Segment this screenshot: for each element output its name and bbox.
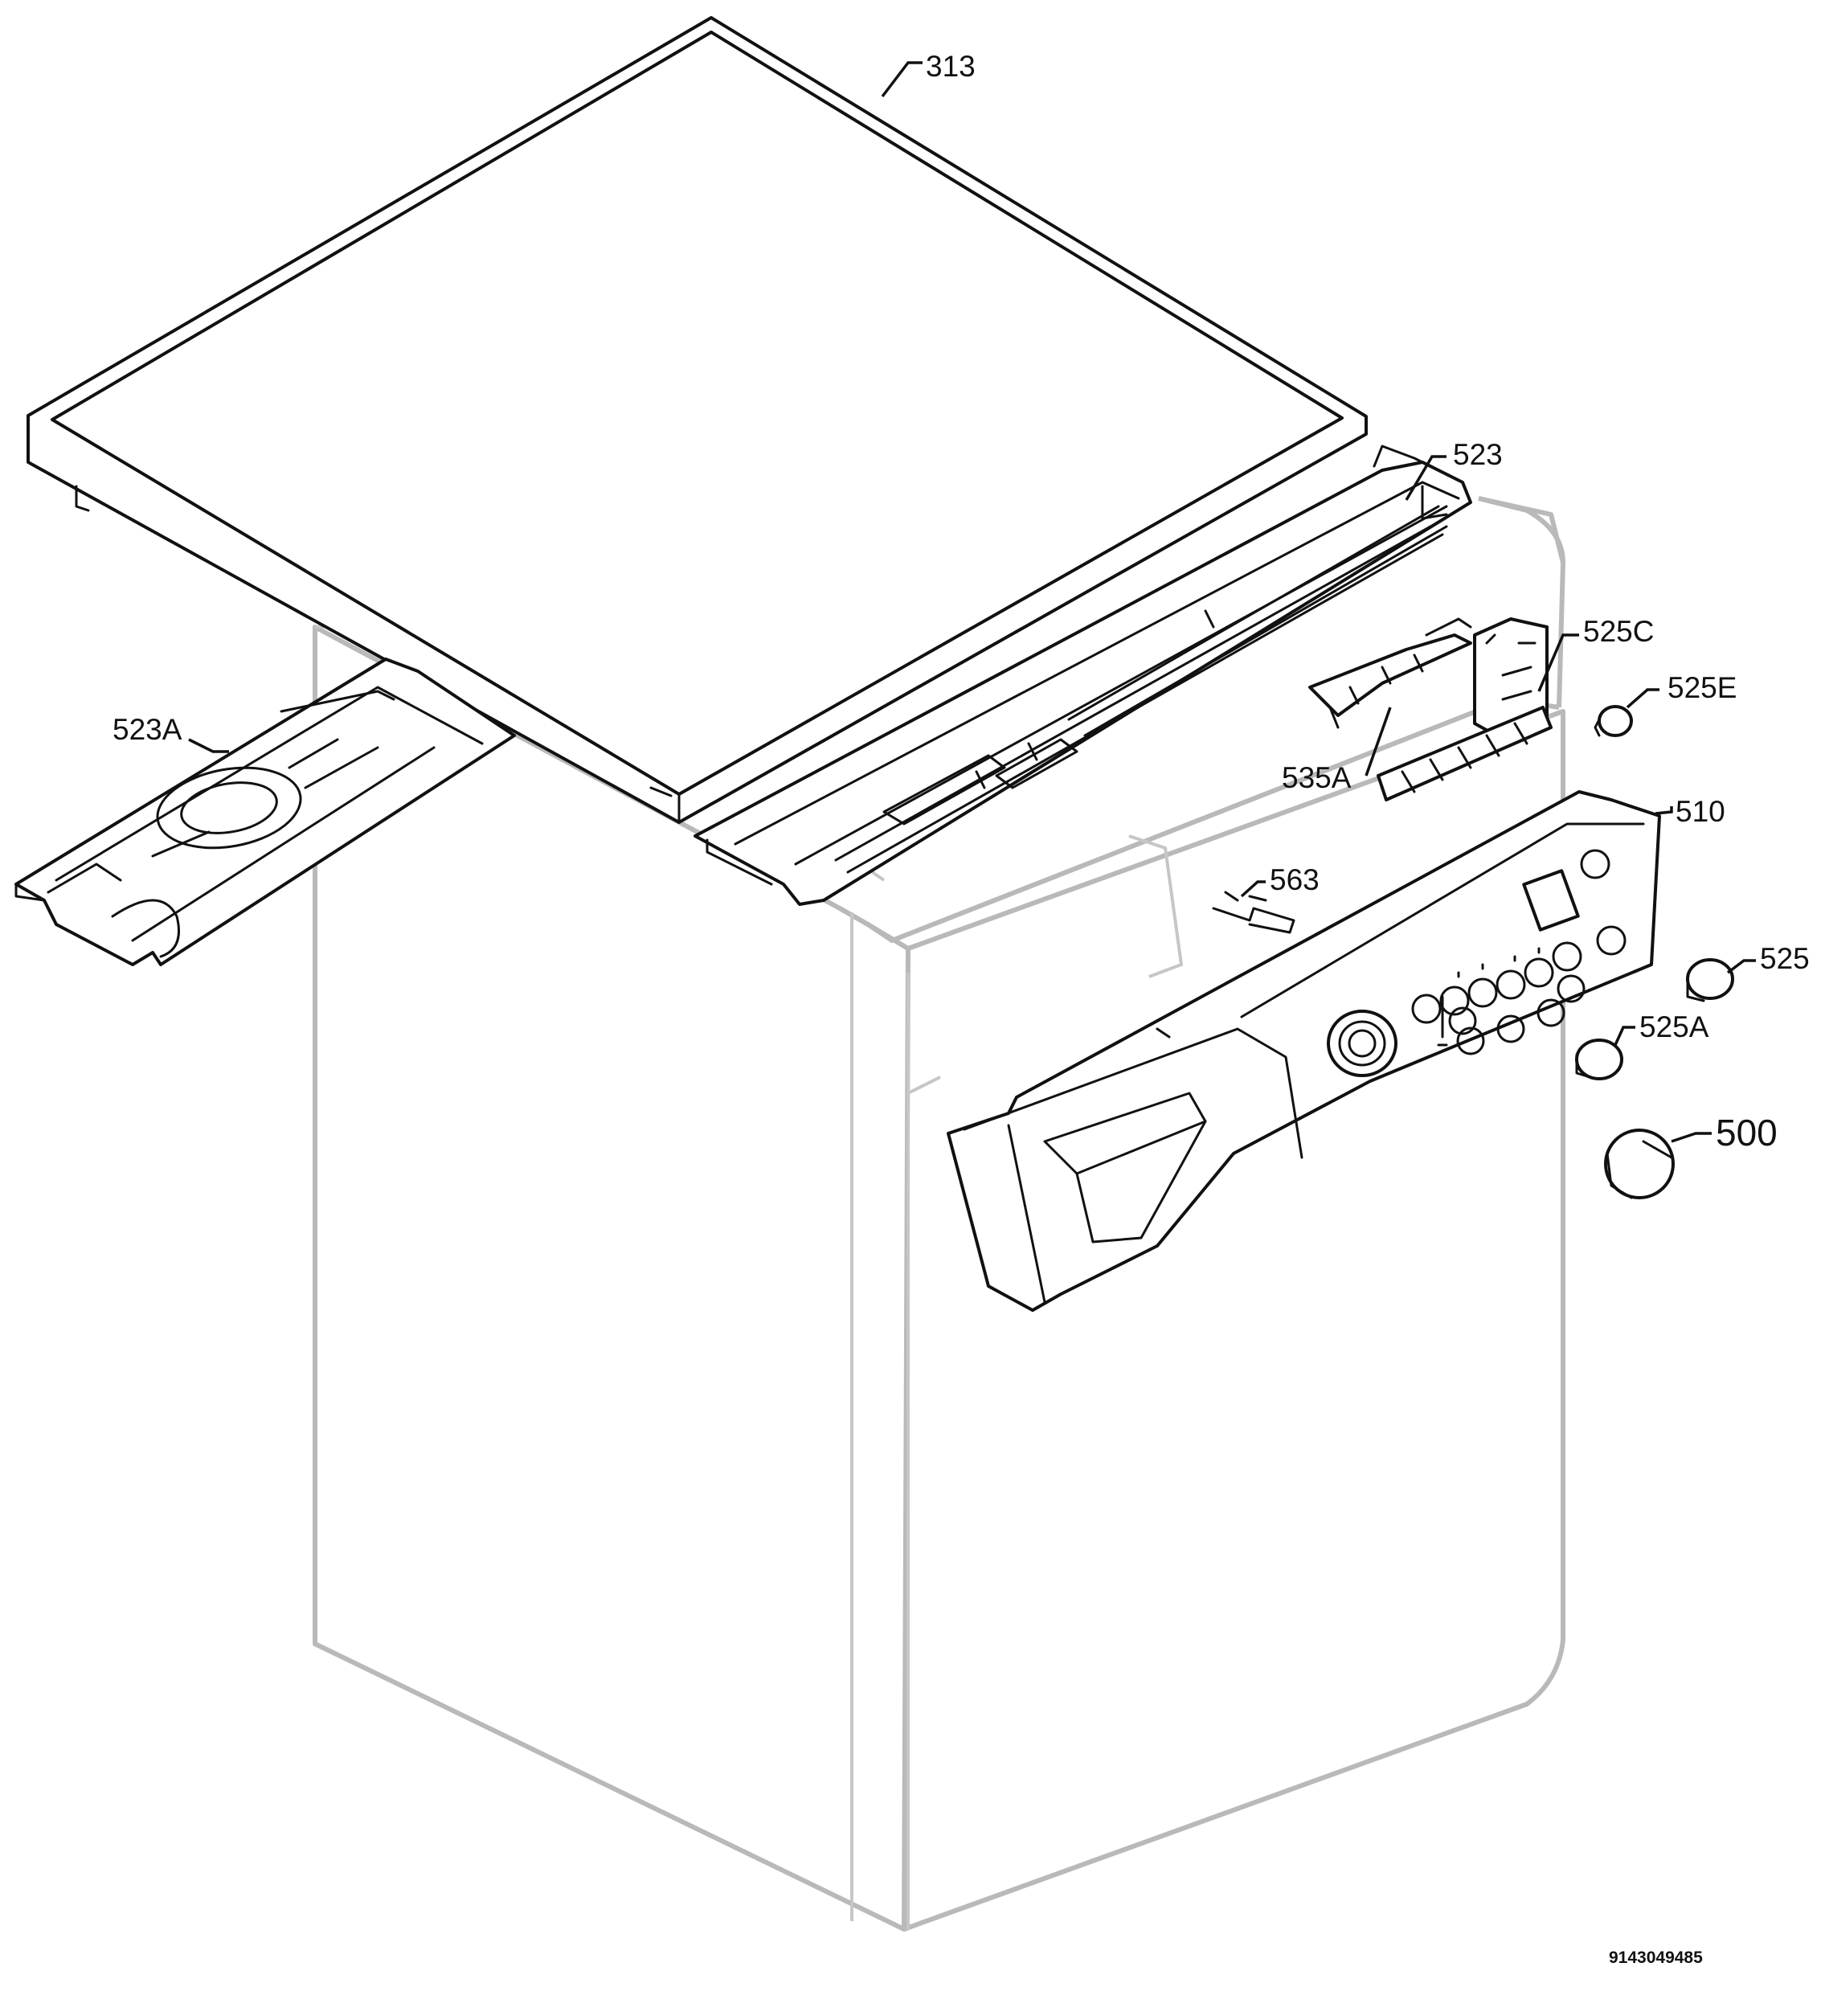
knob-525 — [1686, 958, 1734, 1002]
knob-525E — [1594, 705, 1633, 737]
keypad-boards-535A-525C — [1308, 617, 1553, 801]
label-525E: 525E — [1667, 671, 1737, 704]
label-525: 525 — [1760, 942, 1810, 975]
cabinet-body — [313, 496, 1565, 1932]
knob-525A — [1575, 1039, 1623, 1080]
label-563: 563 — [1270, 863, 1320, 896]
front-rail-523A — [14, 658, 516, 966]
part-labels: 313 523 523A 525C 525E 535A 510 563 525 … — [113, 50, 1810, 1153]
control-panel-510 — [947, 790, 1661, 1312]
label-525C: 525C — [1583, 615, 1654, 648]
lid-top-panel — [27, 16, 1368, 824]
label-525A: 525A — [1639, 1010, 1709, 1043]
knob-500 — [1604, 1129, 1675, 1199]
document-number: 9143049485 — [1609, 1948, 1703, 1967]
label-523: 523 — [1453, 438, 1503, 471]
leader-lines — [188, 61, 1756, 1143]
label-523A: 523A — [113, 713, 182, 746]
label-313: 313 — [926, 50, 976, 83]
label-535A: 535A — [1282, 761, 1352, 794]
rear-rail-523 — [694, 445, 1472, 906]
label-510: 510 — [1676, 795, 1725, 828]
part-563 — [1212, 891, 1295, 934]
label-500: 500 — [1716, 1112, 1778, 1153]
